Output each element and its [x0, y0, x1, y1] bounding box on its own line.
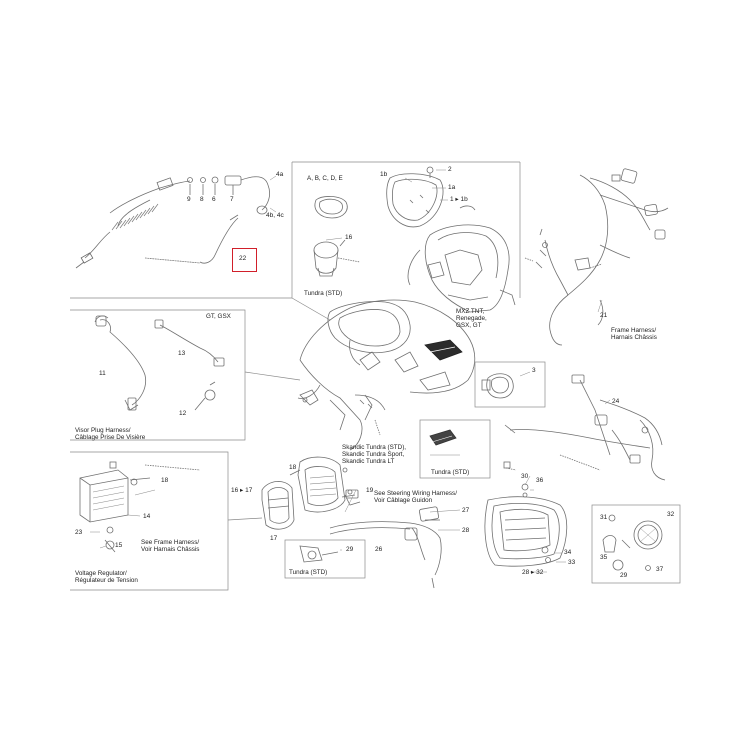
callout-31: 31 — [600, 514, 608, 521]
steering-wiring — [329, 489, 442, 589]
callout-7: 7 — [230, 196, 234, 203]
callout-21: 21 — [600, 312, 608, 319]
upper-housing-assembly — [386, 166, 516, 313]
steering-en: See Steering Wiring Harness/ — [374, 490, 457, 497]
bulb-parts-box — [591, 504, 681, 584]
light-unit-16-18 — [261, 456, 356, 530]
mxz-note-line-1: MXZ TNT, — [456, 308, 485, 315]
letters-box-caption: A, B, C, D, E — [307, 175, 343, 182]
see-frame-en: See Frame Harness/ — [141, 539, 200, 546]
callout-28-to-32: 28 ▸ 32 — [522, 569, 544, 576]
callout-1a: 1a — [448, 184, 456, 191]
see-frame-fr: Voir Harnais Châssis — [141, 546, 200, 553]
visor-harness-en: Visor Plug Harness/ — [75, 427, 131, 434]
harness-24 — [503, 374, 666, 481]
part-29-box — [284, 539, 366, 579]
visor-plug-harness — [94, 315, 225, 411]
skandic-caption: Skandic Tundra (STD), Skandic Tundra Spo… — [342, 444, 406, 465]
part-3 — [481, 373, 514, 399]
frame-harness-caption: Frame Harness/ Harnais Châssis — [611, 327, 657, 341]
visor-harness-fr: Câblage Prise De Visière — [75, 434, 146, 441]
callout-34: 34 — [564, 549, 572, 556]
frame-harness-fr: Harnais Châssis — [611, 334, 657, 341]
callout-6: 6 — [212, 196, 216, 203]
tundra-std-caption-3: Tundra (STD) — [289, 569, 328, 576]
callout-24: 24 — [612, 398, 620, 405]
voltage-regulator-en: Voltage Regulator/ — [75, 570, 127, 577]
callout-11: 11 — [99, 370, 106, 377]
callout-16-to-17: 16 ▸ 17 — [231, 487, 253, 494]
skandic-line-1: Skandic Tundra (STD), — [342, 444, 407, 451]
callout-1-to-1b: 1 ▸ 1b — [450, 196, 468, 203]
callout-29b: 29 — [620, 572, 628, 579]
voltage-regulator — [79, 461, 201, 553]
section-divider-lines — [70, 161, 521, 591]
highlighted-callout-box — [232, 248, 257, 272]
callout-27: 27 — [462, 507, 470, 514]
gt-gsx-caption: GT, GSX — [206, 313, 231, 320]
callout-18: 18 — [161, 477, 169, 484]
callout-3: 3 — [532, 367, 536, 374]
visor-harness-caption: Visor Plug Harness/ Câblage Prise De Vis… — [75, 427, 145, 441]
callout-8: 8 — [200, 196, 204, 203]
voltage-regulator-fr: Régulateur de Tension — [75, 577, 138, 584]
mxz-note-line-2: Renegade, — [456, 315, 487, 322]
callout-4b-4c: 4b, 4c — [266, 212, 284, 219]
callout-32: 32 — [667, 511, 675, 518]
callout-9: 9 — [187, 196, 191, 203]
callout-18b: 18 — [289, 464, 297, 471]
skandic-line-2: Skandic Tundra Sport, — [342, 451, 405, 458]
part-9-box — [419, 419, 491, 479]
part-3-box — [474, 361, 546, 408]
callout-12: 12 — [179, 410, 187, 417]
frame-harness-en: Frame Harness/ — [611, 327, 657, 334]
callout-14: 14 — [143, 513, 151, 520]
callout-35: 35 — [600, 554, 608, 561]
part-29 — [299, 545, 339, 563]
callout-26: 26 — [375, 546, 383, 553]
callout-33: 33 — [568, 559, 576, 566]
callout-15: 15 — [115, 542, 123, 549]
mxz-note: MXZ TNT, Renegade, GSX, GT — [456, 308, 487, 329]
hood-body — [297, 299, 476, 451]
callout-1b: 1b — [380, 171, 388, 178]
tundra-std-caption-1: Tundra (STD) — [304, 290, 343, 297]
callout-leaders — [90, 169, 611, 573]
steering-fr: Voir Câblage Guidon — [374, 497, 433, 504]
skandic-line-3: Skandic Tundra LT — [342, 458, 395, 465]
bulb-parts — [602, 514, 663, 571]
callout-17: 17 — [270, 535, 278, 542]
callout-30: 30 — [521, 473, 529, 480]
part-9 — [429, 429, 457, 446]
frame-harness — [524, 168, 669, 346]
see-frame-caption: See Frame Harness/ Voir Harnais Châssis — [141, 539, 199, 553]
mxz-note-line-3: GSX, GT — [456, 322, 482, 329]
callout-4a: 4a — [276, 171, 284, 178]
tundra-std-caption-2: Tundra (STD) — [431, 469, 470, 476]
callout-23: 23 — [75, 529, 83, 536]
headlight-assembly — [484, 483, 568, 567]
callout-28: 28 — [462, 527, 470, 534]
callout-29: 29 — [346, 546, 354, 553]
voltage-regulator-caption: Voltage Regulator/ Régulateur de Tension — [75, 570, 138, 584]
callout-36: 36 — [536, 477, 544, 484]
callout-2: 2 — [448, 166, 452, 173]
harness-coil-assembly — [75, 175, 270, 269]
gasket-part — [314, 196, 348, 219]
steering-caption: See Steering Wiring Harness/ Voir Câblag… — [374, 490, 457, 504]
callout-13: 13 — [178, 350, 186, 357]
bulb-socket-part — [313, 239, 361, 277]
callout-37: 37 — [656, 566, 664, 573]
callout-16: 16 — [345, 234, 353, 241]
callout-22: 22 — [239, 255, 247, 262]
callout-19: 19 — [366, 487, 374, 494]
